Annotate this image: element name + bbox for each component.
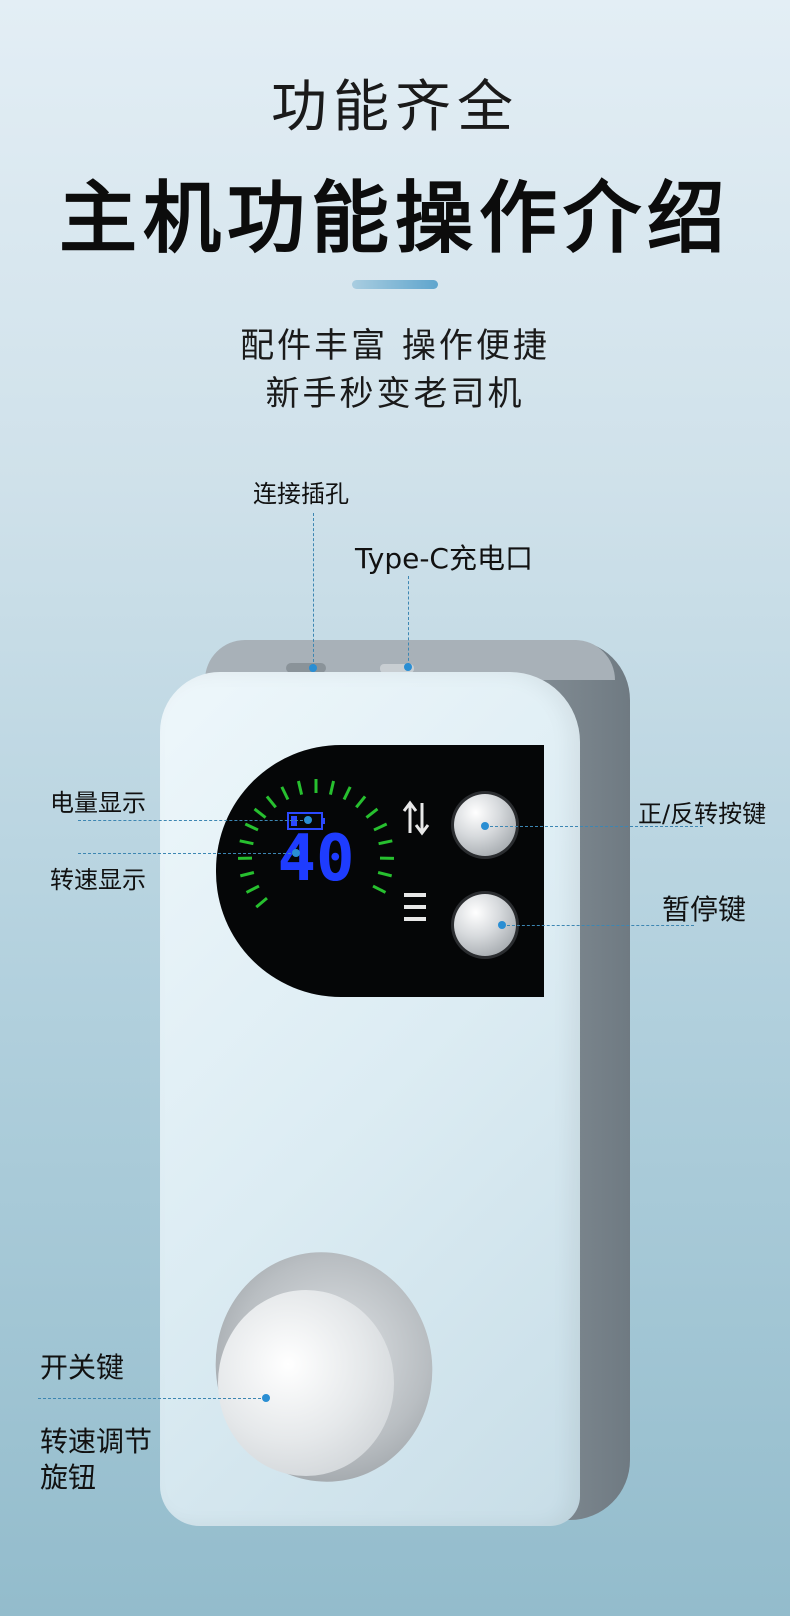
speed-tick [355,795,367,809]
page-title: 主机功能操作介绍 [58,174,731,264]
speed-digits: 40 [277,822,354,896]
section-subtitle: 功能齐全 [271,75,519,140]
speed-tick [296,780,304,795]
speed-tick [255,896,268,909]
speed-tick [245,884,260,894]
callout-dot-speed [292,849,300,857]
speed-tick [342,786,352,801]
label-connection-port: 连接插孔 [253,480,349,508]
callout-line-pause [502,925,694,926]
typec-port [380,664,414,673]
callout-line-direction [485,826,703,827]
label-typec-port: Type-C充电口 [355,542,533,575]
callout-line-speed [78,853,296,854]
callout-dot-direction [481,822,489,830]
speed-tick [280,786,290,801]
speed-tick [244,822,259,832]
speed-tick [239,839,254,846]
speed-tick [253,807,267,819]
label-pause-button: 暂停键 [662,893,747,926]
speed-tick [377,871,393,878]
tagline-line-1: 配件丰富 操作便捷 [240,326,550,366]
label-speed-display: 转速显示 [50,866,146,894]
direction-arrows-icon [402,800,430,836]
speed-knob-cap[interactable] [218,1290,394,1476]
label-speed-knob-line-2: 旋钮 [40,1461,97,1494]
speed-tick [365,807,379,819]
tagline-line-2: 新手秒变老司机 [265,374,525,414]
display-graphics: 40 [237,779,430,921]
speed-tick [373,822,388,832]
speed-tick [265,795,277,809]
speed-tick [239,871,255,878]
callout-line-typec [408,576,409,666]
callout-dot-connection [309,664,317,672]
label-speed-knob-line-1: 转速调节 [40,1425,153,1458]
label-direction-button: 正/反转按键 [638,800,767,828]
callout-dot-battery [304,816,312,824]
display-screen: 40 [216,745,544,997]
title-divider [352,280,438,289]
callout-line-knob [38,1398,266,1399]
speed-tick [372,884,387,894]
speed-tick [378,839,393,846]
callout-dot-typec [404,663,412,671]
pause-icon [404,893,426,921]
callout-dot-pause [498,921,506,929]
battery-icon [287,812,325,830]
callout-dot-knob [262,1394,270,1402]
label-battery-display: 电量显示 [50,789,146,817]
speed-tick [328,780,336,795]
callout-line-connection [313,513,314,667]
connection-port [286,663,326,673]
callout-line-battery [78,820,308,821]
label-power-switch: 开关键 [40,1351,125,1384]
speed-tick-ring [237,779,395,909]
